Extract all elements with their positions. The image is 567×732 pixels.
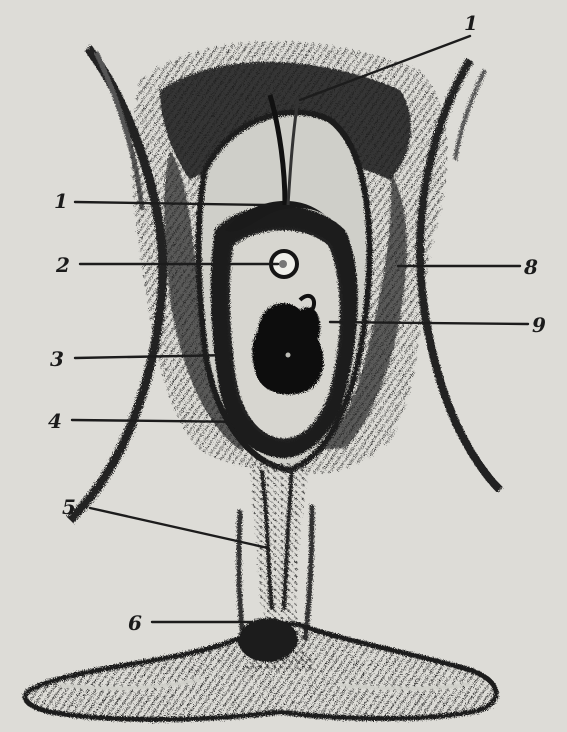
- callout-1: 1: [54, 189, 68, 213]
- callout-1-top: 1: [464, 11, 478, 35]
- callout-4: 4: [48, 409, 62, 433]
- callout-6: 6: [128, 611, 142, 635]
- callout-5: 5: [62, 495, 76, 519]
- callout-2: 2: [55, 253, 70, 277]
- callout-3: 3: [50, 347, 64, 371]
- vaginal-opening: [252, 303, 323, 394]
- callout-8: 8: [523, 255, 538, 279]
- callout-9: 9: [532, 313, 546, 337]
